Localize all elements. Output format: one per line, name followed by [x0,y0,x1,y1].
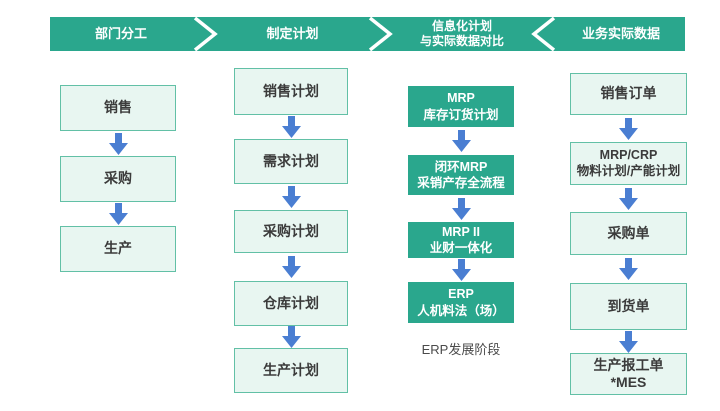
down-arrow-icon [619,255,638,283]
down-arrow-icon [281,326,301,348]
chevron-left-icon [531,17,556,51]
down-arrow-icon [281,253,301,281]
column-actual-data: 销售订单 MRP/CRP 物料计划/产能计划 采购单 到货单 生产报工单 *ME… [570,73,687,395]
down-arrow-icon [451,127,471,155]
box-sales-order: 销售订单 [570,73,687,115]
down-arrow-icon [281,115,301,139]
box-demand-plan: 需求计划 [234,139,348,184]
column-departments: 销售 采购 生产 [60,85,176,272]
box-sales-plan: 销售计划 [234,68,348,115]
header-section-planning: 制定计划 [266,25,319,41]
box-production-report: 生产报工单 *MES [570,353,687,395]
chevron-right-icon [368,17,393,51]
box-procurement-plan: 采购计划 [234,210,348,253]
down-arrow-icon [619,185,638,212]
box-sales: 销售 [60,85,176,131]
header-band: 部门分工 制定计划 信息化计划 与实际数据对比 业务实际数据 [50,17,685,51]
header-section-actual-data: 业务实际数据 [581,25,660,41]
box-mrp-ii: MRP II 业财一体化 [408,222,514,258]
box-closed-loop-mrp: 闭环MRP 采销产存全流程 [408,155,514,195]
chevron-right-icon [193,17,218,51]
down-arrow-icon [451,195,471,222]
down-arrow-icon [619,330,638,353]
down-arrow-icon [281,184,301,210]
box-erp: ERP 人机料法（场） [408,282,514,323]
erp-stages-caption: ERP发展阶段 [421,342,501,357]
down-arrow-icon [619,115,638,142]
down-arrow-icon [108,131,128,156]
column-erp-stages: MRP 库存订货计划 闭环MRP 采销产存全流程 MRP II 业财一体化 ER… [408,86,514,358]
box-mrp-crp: MRP/CRP 物料计划/产能计划 [570,142,687,185]
column-plans: 销售计划 需求计划 采购计划 仓库计划 生产计划 [234,68,348,393]
box-arrival-note: 到货单 [570,283,687,330]
box-purchase-order: 采购单 [570,212,687,255]
box-mrp: MRP 库存订货计划 [408,86,514,127]
down-arrow-icon [451,258,471,282]
box-production: 生产 [60,226,176,272]
header-section-it-vs-actual: 信息化计划 与实际数据对比 [419,19,504,48]
box-warehouse-plan: 仓库计划 [234,281,348,326]
box-production-plan: 生产计划 [234,348,348,393]
header-section-departments: 部门分工 [94,25,147,41]
box-procurement: 采购 [60,156,176,202]
down-arrow-icon [108,202,128,226]
